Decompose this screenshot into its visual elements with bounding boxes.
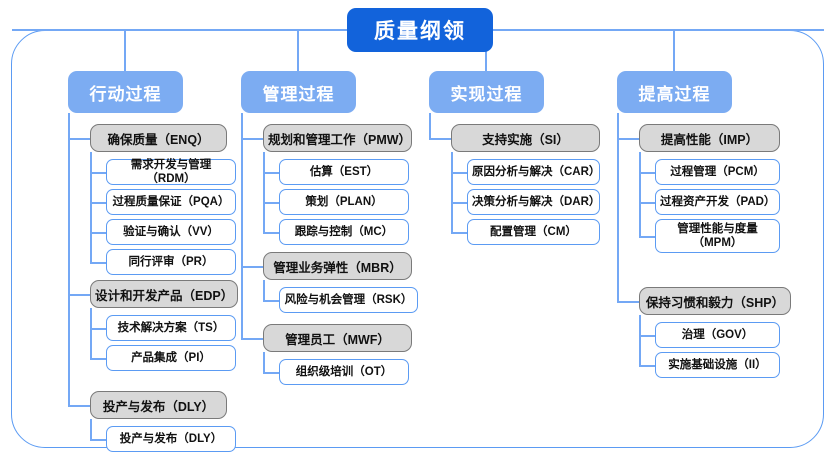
connector-group-improvement-0 [617,138,639,140]
connector-child-enq-2 [90,232,106,234]
connector-children-stem-si [451,152,453,232]
leaf-node-rsk[interactable]: 风险与机会管理（RSK） [279,287,418,313]
leaf-node-pad[interactable]: 过程资产开发（PAD） [655,189,780,215]
connector-group-management-1 [241,266,263,268]
leaf-node-vv[interactable]: 验证与确认（VV） [106,219,236,245]
connector-child-pmw-1 [263,202,279,204]
connector-child-si-1 [451,202,467,204]
connector-group-action-1 [68,294,90,296]
connector-child-edp-1 [90,358,106,360]
group-node-mwf[interactable]: 管理员工（MWF） [263,324,412,352]
connector-child-imp-2 [639,236,655,238]
connector-group-improvement-1 [617,301,639,303]
connector-child-si-0 [451,172,467,174]
connector-child-shp-0 [639,335,655,337]
connector-head-drop-improvement [673,31,675,71]
leaf-node-car[interactable]: 原因分析与解决（CAR） [467,159,600,185]
connector-child-mbr-0 [263,300,279,302]
connector-child-pmw-0 [263,172,279,174]
root-title: 质量纲领 [347,8,493,52]
group-node-pmw[interactable]: 规划和管理工作（PMW） [263,124,412,152]
connector-column-stem-management [241,113,243,338]
connector-child-edp-0 [90,328,106,330]
leaf-node-plan[interactable]: 策划（PLAN） [279,189,409,215]
column-header-implementation[interactable]: 实现过程 [429,71,544,113]
group-node-imp[interactable]: 提高性能（IMP） [639,124,780,152]
leaf-node-dar[interactable]: 决策分析与解决（DAR） [467,189,600,215]
group-node-shp[interactable]: 保持习惯和毅力（SHP） [639,287,791,315]
leaf-node-pi[interactable]: 产品集成（PI） [106,345,236,371]
connector-child-imp-1 [639,202,655,204]
column-header-improvement[interactable]: 提高过程 [617,71,732,113]
connector-child-enq-3 [90,262,106,264]
leaf-node-mc[interactable]: 跟踪与控制（MC） [279,219,409,245]
connector-head-drop-action [124,31,126,71]
connector-child-dly-0 [90,439,106,441]
leaf-node-pqa[interactable]: 过程质量保证（PQA） [106,189,236,215]
leaf-node-est[interactable]: 估算（EST） [279,159,409,185]
column-header-management[interactable]: 管理过程 [241,71,356,113]
connector-child-mwf-0 [263,372,279,374]
group-node-dly[interactable]: 投产与发布（DLY） [90,391,227,419]
connector-children-stem-enq [90,152,92,262]
group-node-mbr[interactable]: 管理业务弹性（MBR） [263,252,412,280]
leaf-node-pcm[interactable]: 过程管理（PCM） [655,159,780,185]
leaf-node-pr[interactable]: 同行评审（PR） [106,249,236,275]
connector-children-stem-mwf [263,352,265,372]
connector-group-action-0 [68,138,90,140]
connector-children-stem-imp [639,152,641,236]
connector-head-drop-management [297,31,299,71]
connector-column-stem-improvement [617,113,619,301]
connector-children-stem-shp [639,315,641,365]
connector-child-enq-1 [90,202,106,204]
connector-child-enq-0 [90,172,106,174]
connector-child-shp-1 [639,365,655,367]
connector-column-stem-action [68,113,70,405]
connector-child-pmw-2 [263,232,279,234]
connector-group-implementation-0 [429,138,451,140]
connector-child-si-2 [451,232,467,234]
group-node-enq[interactable]: 确保质量（ENQ） [90,124,227,152]
leaf-node-ii[interactable]: 实施基础设施（II） [655,352,780,378]
leaf-node-gov[interactable]: 治理（GOV） [655,322,780,348]
leaf-node-ot[interactable]: 组织级培训（OT） [279,359,409,385]
connector-children-stem-mbr [263,280,265,300]
column-header-action[interactable]: 行动过程 [68,71,183,113]
connector-group-action-2 [68,405,90,407]
leaf-node-rdm[interactable]: 需求开发与管理（RDM） [106,159,236,185]
connector-child-imp-0 [639,172,655,174]
connector-column-stem-implementation [429,113,431,138]
connector-children-stem-dly [90,419,92,439]
connector-group-management-2 [241,338,263,340]
leaf-node-dly-child[interactable]: 投产与发布（DLY） [106,426,236,452]
leaf-node-ts[interactable]: 技术解决方案（TS） [106,315,236,341]
connector-children-stem-pmw [263,152,265,232]
connector-group-management-0 [241,138,263,140]
leaf-node-cm[interactable]: 配置管理（CM） [467,219,600,245]
leaf-node-mpm[interactable]: 管理性能与度量 （MPM） [655,219,780,253]
group-node-edp[interactable]: 设计和开发产品（EDP） [90,280,238,308]
connector-children-stem-edp [90,308,92,358]
group-node-si[interactable]: 支持实施（SI） [451,124,600,152]
